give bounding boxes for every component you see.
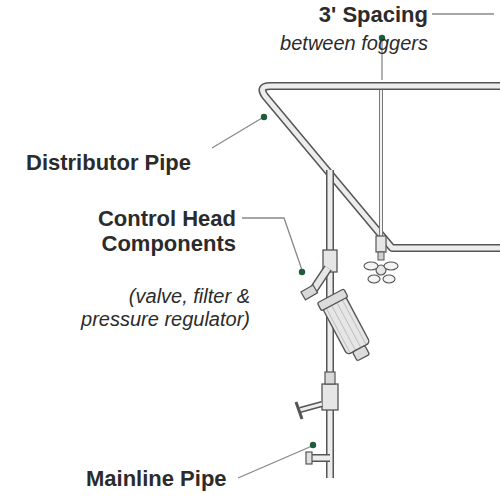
- callout-label: 3' Spacing: [228, 2, 428, 27]
- distributor-pipe: [262, 86, 500, 248]
- leader-dots: [261, 35, 385, 448]
- callout-note: (valve, filter & pressure regulator): [60, 285, 250, 331]
- fogger-assembly: [364, 90, 398, 283]
- callout-note: between foggers: [228, 32, 428, 55]
- callout-label: Control Head Components: [56, 206, 236, 257]
- valve: [296, 372, 338, 419]
- y-strainer: [301, 250, 337, 300]
- filter: [317, 289, 376, 365]
- leader-lines: [212, 14, 494, 478]
- mainline-pipe: [306, 170, 330, 478]
- callout-label: Mainline Pipe: [86, 466, 256, 491]
- callout-label: Distributor Pipe: [26, 150, 216, 175]
